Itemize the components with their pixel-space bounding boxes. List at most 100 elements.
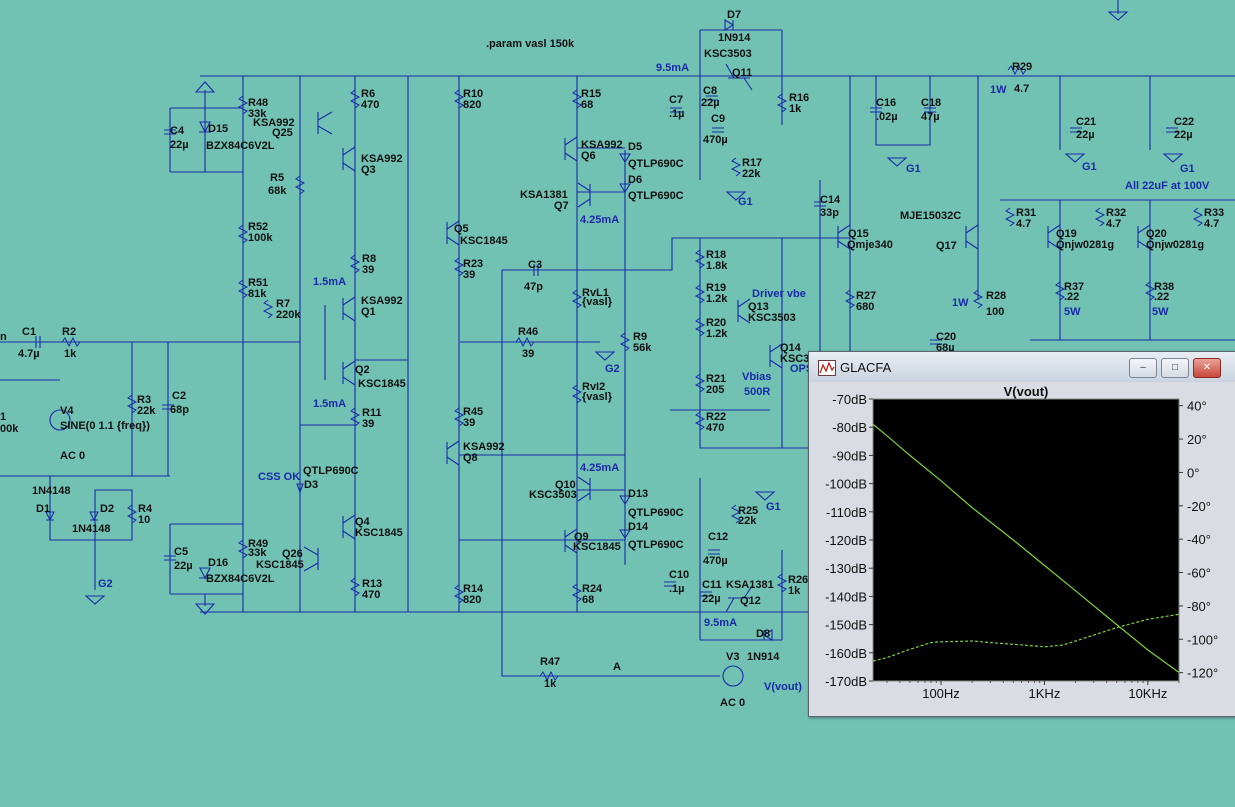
- value-C2: 68p: [170, 404, 189, 416]
- y-right-tick-label: -20°: [1187, 499, 1211, 514]
- current-4-25ma-bottom: 4.25mA: [580, 462, 619, 474]
- value-R11: 39: [362, 418, 374, 430]
- value-R46: 39: [522, 348, 534, 360]
- value-Q15: Qmje340: [847, 239, 893, 251]
- value-R16: 1k: [789, 103, 802, 115]
- value-Q8: KSA992: [463, 441, 505, 453]
- value-D14: QTLP690C: [628, 539, 684, 551]
- label-R15: R15: [581, 88, 601, 100]
- y-left-tick-label: -100dB: [825, 477, 867, 492]
- y-right-tick-label: -60°: [1187, 566, 1211, 581]
- label-C3: C3: [528, 259, 542, 271]
- value-C21: 22µ: [1076, 129, 1095, 141]
- label-R24: R24: [582, 583, 603, 595]
- y-right-tick-label: 0°: [1187, 465, 1199, 480]
- label-C5: C5: [174, 546, 188, 558]
- label-C1: C1: [22, 326, 36, 338]
- note-ops: OPS: [790, 363, 813, 375]
- value-R6: 470: [361, 99, 379, 111]
- label-Q2: Q2: [355, 364, 370, 376]
- value-V4: SINE(0 1.1 {freq}): [60, 420, 150, 432]
- label-R7: R7: [276, 298, 290, 310]
- value-D2: 1N4148: [72, 523, 111, 535]
- label-Q1: Q1: [361, 306, 376, 318]
- capacitor-symbols: [35, 95, 1178, 597]
- label-R51: R51: [248, 277, 268, 289]
- y-left-tick-label: -80dB: [832, 420, 867, 435]
- value-R45: 39: [463, 417, 475, 429]
- value-R24: 68: [582, 594, 594, 606]
- label-R4: R4: [138, 503, 153, 515]
- value-R48: 33k: [248, 108, 267, 120]
- note-vbias-500r: 500R: [744, 386, 770, 398]
- value-R17: 22k: [742, 168, 761, 180]
- label-Q7: Q7: [554, 200, 569, 212]
- current-4-25ma-top: 4.25mA: [580, 214, 619, 226]
- power-5w-b: 5W: [1152, 306, 1169, 318]
- label-left-1: 1: [0, 411, 6, 423]
- label-C8: C8: [703, 85, 717, 97]
- value-Q20: Qnjw0281g: [1146, 239, 1204, 251]
- value-Q7: KSA1381: [520, 189, 568, 201]
- label-R10: R10: [463, 88, 483, 100]
- value-Q14: KSC3: [780, 353, 809, 365]
- label-R6: R6: [361, 88, 375, 100]
- label-Q13: Q13: [748, 301, 769, 313]
- current-9-5ma-top: 9.5mA: [656, 62, 689, 74]
- value-Q3: KSA992: [361, 153, 403, 165]
- value-R3: 22k: [137, 405, 156, 417]
- minimize-button[interactable]: –: [1129, 358, 1157, 378]
- value-Q17: MJE15032C: [900, 210, 961, 222]
- label-left-n: n: [0, 331, 7, 343]
- label-Q8: Q8: [463, 452, 478, 464]
- value-R15: 68: [581, 99, 593, 111]
- value-R13: 470: [362, 589, 380, 601]
- label-D3: D3: [304, 479, 318, 491]
- label-R45: R45: [463, 406, 483, 418]
- value-R52: 100k: [248, 232, 273, 244]
- label-R52: R52: [248, 221, 268, 233]
- label-R3: R3: [137, 394, 151, 406]
- label-D13: D13: [628, 488, 648, 500]
- power-1w-top: 1W: [990, 84, 1007, 96]
- x-tick-label: 1KHz: [1029, 686, 1061, 701]
- phase-trace: [872, 613, 1180, 662]
- value-R33: 4.7: [1204, 218, 1219, 230]
- label-C4: C4: [170, 125, 185, 137]
- label-R5: R5: [270, 172, 284, 184]
- y-left-tick-label: -170dB: [825, 674, 867, 689]
- value-R20: 1.2k: [706, 328, 728, 340]
- bode-plot[interactable]: V(vout)-70dB-80dB-90dB-100dB-110dB-120dB…: [815, 384, 1229, 710]
- label-D14: D14: [628, 521, 649, 533]
- plot-pane[interactable]: V(vout)-70dB-80dB-90dB-100dB-110dB-120dB…: [815, 384, 1229, 710]
- value-Q19: Qnjw0281g: [1056, 239, 1114, 251]
- ground-g2-b: G2: [98, 578, 113, 590]
- value-D8: 1N914: [747, 651, 780, 663]
- plot-window-titlebar[interactable]: GLACFA – □ ✕: [809, 352, 1235, 382]
- label-R19: R19: [706, 282, 726, 294]
- value-Q9: KSC1845: [573, 541, 621, 553]
- ground-g1-e: G1: [766, 501, 781, 513]
- label-R31: R31: [1016, 207, 1036, 219]
- wires: [0, 0, 1235, 677]
- label-R37: R37: [1064, 281, 1084, 293]
- label-Q19: Q19: [1056, 228, 1077, 240]
- value-Q2: KSC1845: [358, 378, 406, 390]
- label-RvL1: RvL1: [582, 287, 609, 299]
- value-R51: 81k: [248, 288, 267, 300]
- value-C16: .02µ: [876, 111, 898, 123]
- plot-window[interactable]: GLACFA – □ ✕ V(vout)-70dB-80dB-90dB-100d…: [808, 351, 1235, 717]
- y-right-tick-label: -100°: [1187, 632, 1218, 647]
- power-1w-mid: 1W: [952, 297, 969, 309]
- value-C7: .1µ: [669, 108, 685, 120]
- value-C10: .1µ: [669, 583, 685, 595]
- value-R32: 4.7: [1106, 218, 1121, 230]
- close-button[interactable]: ✕: [1193, 358, 1221, 378]
- label-D7: D7: [727, 9, 741, 21]
- magnitude-trace: [872, 423, 1180, 673]
- restore-button[interactable]: □: [1161, 358, 1189, 378]
- label-R29: R29: [1012, 61, 1032, 73]
- value-R5: 68k: [268, 185, 287, 197]
- value-C22: 22µ: [1174, 129, 1193, 141]
